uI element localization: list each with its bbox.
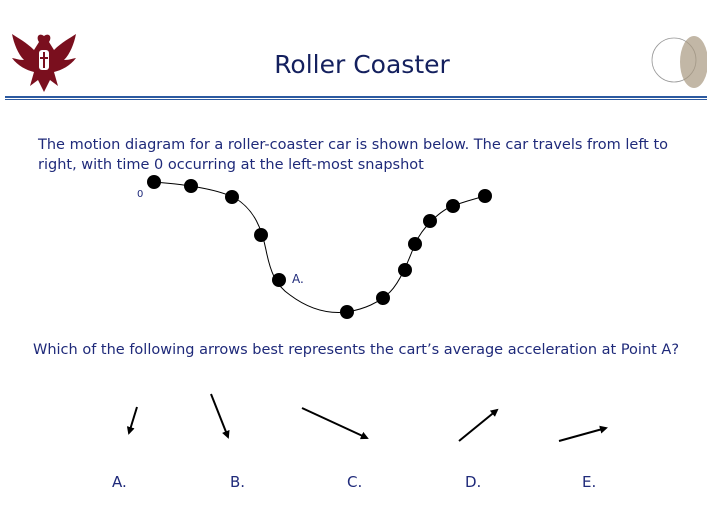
- car-snapshot: [423, 214, 437, 228]
- car-snapshot: [272, 273, 286, 287]
- divider: [5, 99, 707, 100]
- arrow-option-d: [458, 408, 499, 442]
- divider: [5, 96, 707, 98]
- arrow-option-c: [301, 407, 369, 440]
- car-snapshot: [408, 237, 422, 251]
- car-snapshot: [478, 189, 492, 203]
- car-snapshot: [376, 291, 390, 305]
- eagle-crest-logo: [12, 34, 76, 92]
- arrow-option-a: [126, 406, 138, 435]
- intro-text: The motion diagram for a roller-coaster …: [38, 137, 669, 173]
- arrow-option-b: [210, 393, 230, 439]
- option-d-label: D.: [465, 473, 482, 491]
- option-c-label: C.: [347, 473, 363, 491]
- car-snapshot: [398, 263, 412, 277]
- car-snapshot: [340, 305, 354, 319]
- arrow-option-e: [558, 425, 608, 442]
- car-snapshot: [147, 175, 161, 189]
- vitruvian-sketch-logo: [651, 36, 707, 88]
- car-snapshot: [184, 179, 198, 193]
- question-text: Which of the following arrows best repre…: [33, 342, 680, 358]
- car-snapshot: [446, 199, 460, 213]
- slide-title: Roller Coaster: [274, 50, 450, 79]
- option-b-label: B.: [230, 473, 246, 491]
- point-a-label: A.: [292, 272, 304, 286]
- car-snapshot: [225, 190, 239, 204]
- car-snapshot: [254, 228, 268, 242]
- track-curve: [153, 181, 486, 313]
- option-e-label: E.: [582, 473, 597, 491]
- time-zero-label: 0: [137, 189, 144, 200]
- option-a-label: A.: [112, 473, 127, 491]
